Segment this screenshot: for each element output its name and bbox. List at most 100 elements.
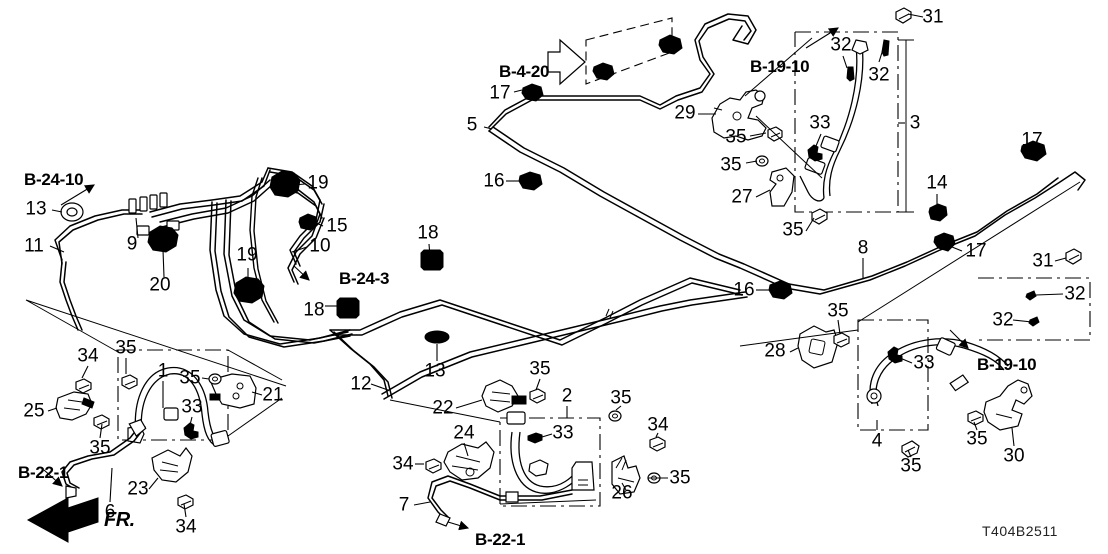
section-reference-link[interactable]: B-4-20 [499,62,550,81]
part-number-callout: 10 [309,235,331,257]
part-number-callout: 24 [453,422,475,444]
assembly-1 [117,349,230,447]
pipe-bundle-left [54,167,393,399]
part-number-callout: 17 [1021,129,1043,151]
part-number-callout: 35 [782,219,804,241]
part-number-callout: 17 [489,82,511,104]
part-number-callout: 16 [483,170,505,192]
part-number-callout: 6 [104,501,116,523]
pipe-group-lower-diagonal [381,291,748,400]
part-number-callout: 9 [126,233,138,255]
bolt-31-a [895,7,912,24]
clip-16-b [768,280,793,300]
bolt-34-24 [425,458,442,474]
part-number-callout: 33 [181,396,203,418]
part-number-callout: 27 [731,186,753,208]
clip-19-lower [233,276,265,304]
part-number-callout: 12 [350,373,372,395]
pipe-6 [61,418,147,499]
part-number-callout: 35 [720,154,742,176]
section-reference-link[interactable]: B-24-10 [24,170,84,189]
bracket-26 [611,455,641,495]
part-number-callout: 15 [326,215,348,237]
part-number-callout: 16 [733,279,755,301]
section-reference-link[interactable]: B-19-10 [977,355,1037,374]
part-number-callout: 21 [262,384,284,406]
nut-35-21 [208,373,222,385]
part-number-callout: 13 [25,198,47,220]
nut-35-2 [608,410,622,422]
part-number-callout: 18 [303,299,325,321]
part-number-callout: 5 [466,114,478,136]
part-number-callout: 18 [417,222,439,244]
section-reference-link[interactable]: B-24-3 [339,269,390,288]
front-direction-label: FR. [104,509,135,531]
part-number-callout: 19 [307,172,329,194]
part-number-callout: 3 [909,112,921,134]
bolt-35-4 [901,440,920,458]
pipe-group-5 [488,13,757,132]
bolt-31-b [1065,248,1082,265]
part-number-callout: 35 [669,467,691,489]
part-number-callout: 28 [764,340,786,362]
bolt-34-23 [177,494,194,510]
section-reference-link[interactable]: B-19-10 [750,57,810,76]
bracket-21 [209,373,257,409]
part-number-callout: 23 [127,478,149,500]
part-number-callout: 30 [1003,445,1025,467]
bolt-35-lower-27 [811,208,828,225]
part-number-callout: 31 [922,6,944,28]
bracket-25 [55,391,95,421]
bracket-23 [151,447,193,483]
part-number-callout: 11 [24,235,44,257]
section-reference-link[interactable]: B-22-1 [475,530,526,549]
clip-17-c [933,232,956,252]
part-number-callout: 8 [857,237,869,259]
bolt-34-2 [649,436,666,452]
part-number-callout: 33 [913,352,935,374]
clip-20 [147,225,179,253]
part-number-callout: 7 [398,494,410,516]
bolt-34-25 [75,378,92,394]
part-number-callout: 25 [23,400,45,422]
leader-lines [25,13,1081,531]
clip-18-upper [420,249,444,271]
part-number-callout: 20 [149,274,171,296]
bracket-24 [443,441,495,481]
grommet-13-mid [424,330,450,344]
part-number-callout: 19 [236,244,258,266]
part-number-callout: 35 [179,367,201,389]
part-number-callout: 35 [900,455,922,477]
bracket-22 [481,379,527,413]
bracket-28 [797,325,839,369]
section-reference-link[interactable]: B-22-1 [18,463,69,482]
part-number-callout: 32 [830,34,852,56]
bracket-30 [983,379,1033,431]
fittings-group-9 [128,192,180,236]
part-number-callout: 34 [647,414,669,436]
part-number-callout: 35 [725,126,747,148]
clip-18-lower [336,297,360,319]
part-number-callout: 35 [89,437,111,459]
nut-35-27 [755,155,769,167]
pipe-7 [427,475,573,527]
part-number-callout: 29 [674,102,696,124]
part-number-callout: 35 [115,337,137,359]
clip-14 [928,203,948,222]
part-number-callout: 22 [432,397,454,419]
part-number-callout: 35 [827,300,849,322]
clip-19-upper [269,170,301,198]
part-number-callout: 33 [552,422,574,444]
part-number-callout: 33 [809,112,831,134]
assembly-2 [499,411,601,507]
clip-17-b [1020,140,1047,162]
part-number-callout: 32 [992,309,1014,331]
part-number-callout: 34 [392,453,414,475]
part-number-callout: 34 [77,345,99,367]
part-number-callout: 32 [868,64,890,86]
grommet-13-left [60,202,84,222]
part-number-callout: 2 [561,385,573,407]
clip-15 [298,213,318,231]
bolt-35-22 [529,388,546,404]
